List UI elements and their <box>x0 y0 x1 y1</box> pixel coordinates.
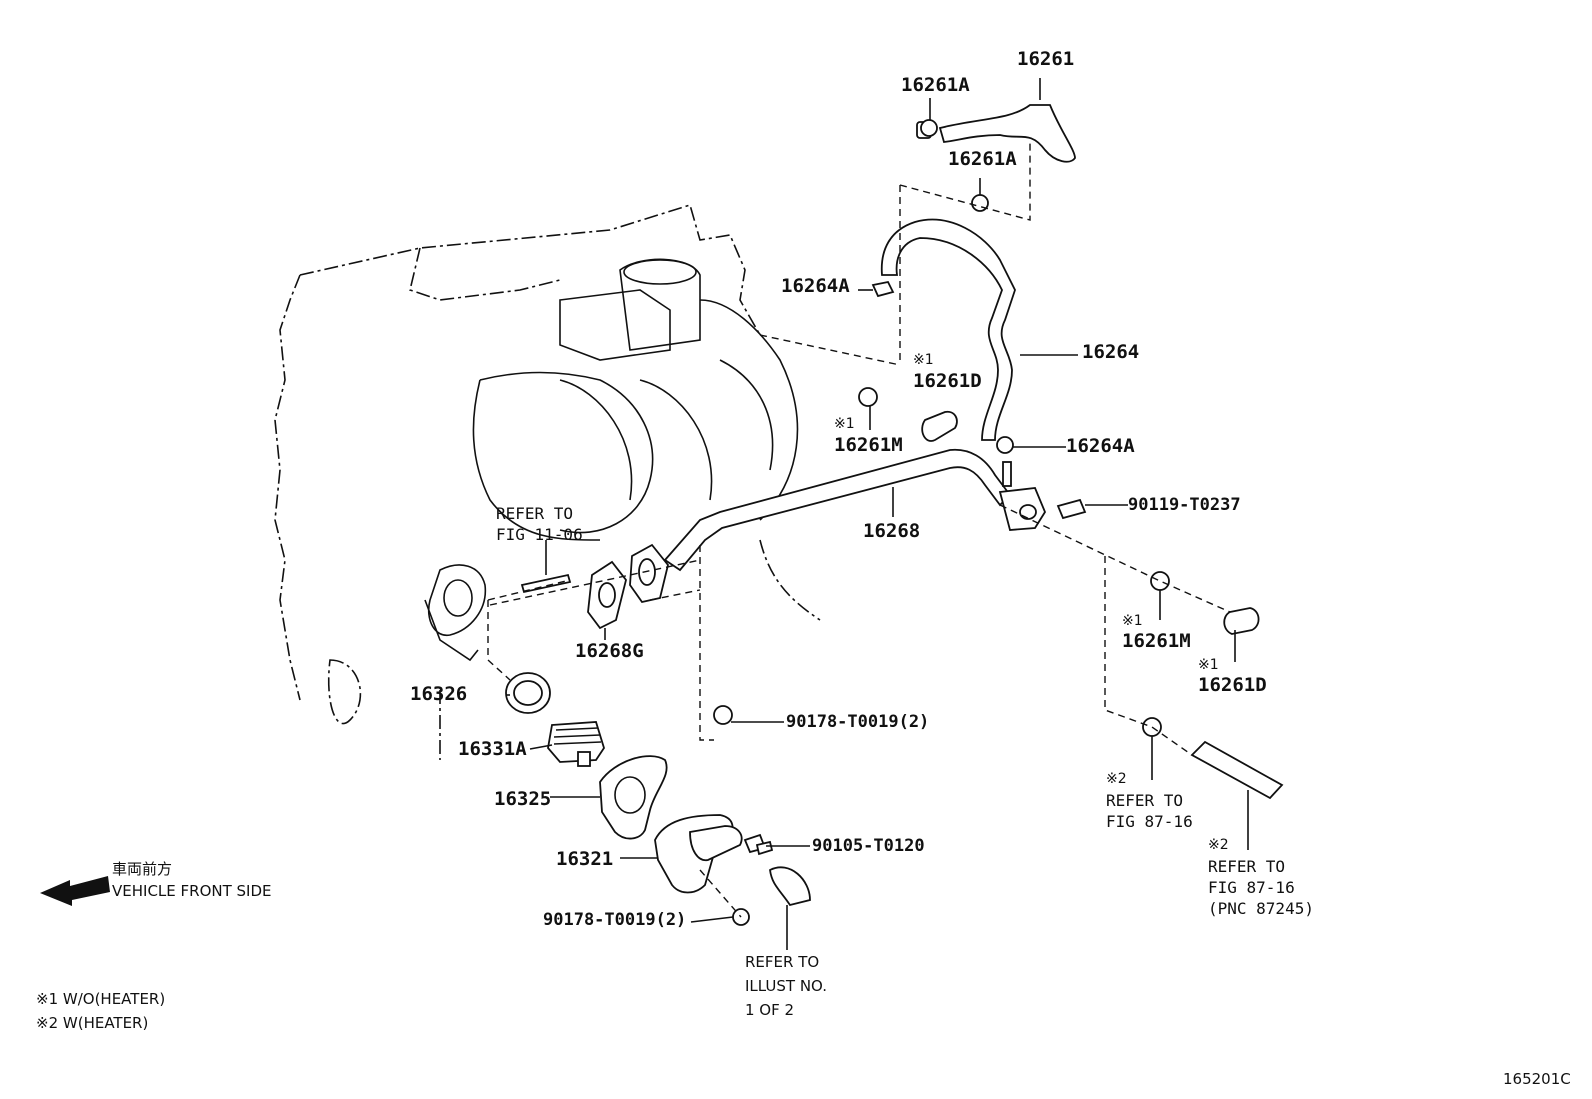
mark-heater-1d: ※1 <box>1198 657 1219 673</box>
engine-block-outline <box>274 203 821 760</box>
water-inlet-16321 <box>654 814 743 894</box>
thermostat-16331A <box>547 721 605 767</box>
figure-id: 165201C <box>1503 1070 1571 1088</box>
legend-item-1: ※1 W/O(HEATER) <box>36 990 166 1008</box>
label-16261: 16261 <box>1017 48 1075 70</box>
mark-heater-2a: ※2 <box>1106 771 1127 787</box>
label-16331A: 16331A <box>458 738 527 760</box>
label-90178-T0019-a: 90178-T0019(2) <box>786 712 930 732</box>
hose-16261 <box>938 104 1076 163</box>
mark-heater-1b: ※1 <box>834 416 855 432</box>
vehicle-front-arrow-icon <box>40 876 110 906</box>
label-16261D-upper: 16261D <box>913 370 982 392</box>
label-16264: 16264 <box>1082 341 1140 363</box>
intake-manifold <box>472 258 799 541</box>
label-16264A-bottom: 16264A <box>1066 435 1135 457</box>
label-16261M-lower: 16261M <box>1122 630 1191 652</box>
legend-item-2: ※2 W(HEATER) <box>36 1014 149 1032</box>
label-16325: 16325 <box>494 788 552 810</box>
label-16264A-top: 16264A <box>781 275 850 297</box>
mark-heater-1a: ※1 <box>913 352 934 368</box>
label-16326: 16326 <box>410 683 468 705</box>
label-90178-T0019-b: 90178-T0019(2) <box>543 910 687 930</box>
leader-lines <box>506 78 1249 950</box>
label-16261A-mid: 16261A <box>948 148 1017 170</box>
label-90119-T0237: 90119-T0237 <box>1128 495 1241 515</box>
mark-heater-1c: ※1 <box>1122 613 1143 629</box>
label-16261M-upper: 16261M <box>834 434 903 456</box>
label-16268G: 16268G <box>575 640 644 662</box>
label-90105-T0120: 90105-T0120 <box>812 836 925 856</box>
pipe-16268 <box>663 448 1012 572</box>
label-16268: 16268 <box>863 520 921 542</box>
label-16321: 16321 <box>556 848 614 870</box>
mark-heater-2b: ※2 <box>1208 837 1229 853</box>
label-16261A-top: 16261A <box>901 74 970 96</box>
clamps <box>858 119 1170 737</box>
dashed-guides <box>487 140 1231 918</box>
gasket-16325 <box>599 755 668 840</box>
legend: ※1 W/O(HEATER) ※2 W(HEATER) <box>36 987 165 1035</box>
hose-16264 <box>880 218 1016 441</box>
label-16261D-lower: 16261D <box>1198 674 1267 696</box>
